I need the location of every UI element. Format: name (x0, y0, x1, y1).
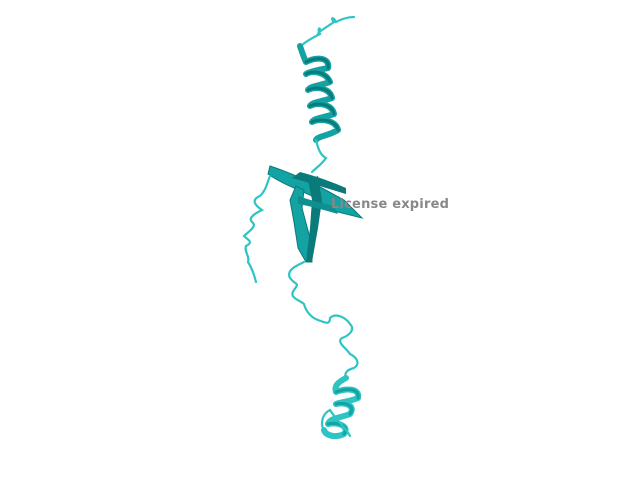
beta-sheet (267, 165, 364, 263)
n-terminal-coil (299, 15, 356, 48)
license-watermark: License expired (331, 197, 450, 212)
left-coil (242, 174, 272, 284)
bottom-helix (320, 375, 362, 440)
helix-sheet-loop (310, 138, 328, 174)
long-loop (288, 260, 359, 380)
top-helix (297, 43, 341, 143)
